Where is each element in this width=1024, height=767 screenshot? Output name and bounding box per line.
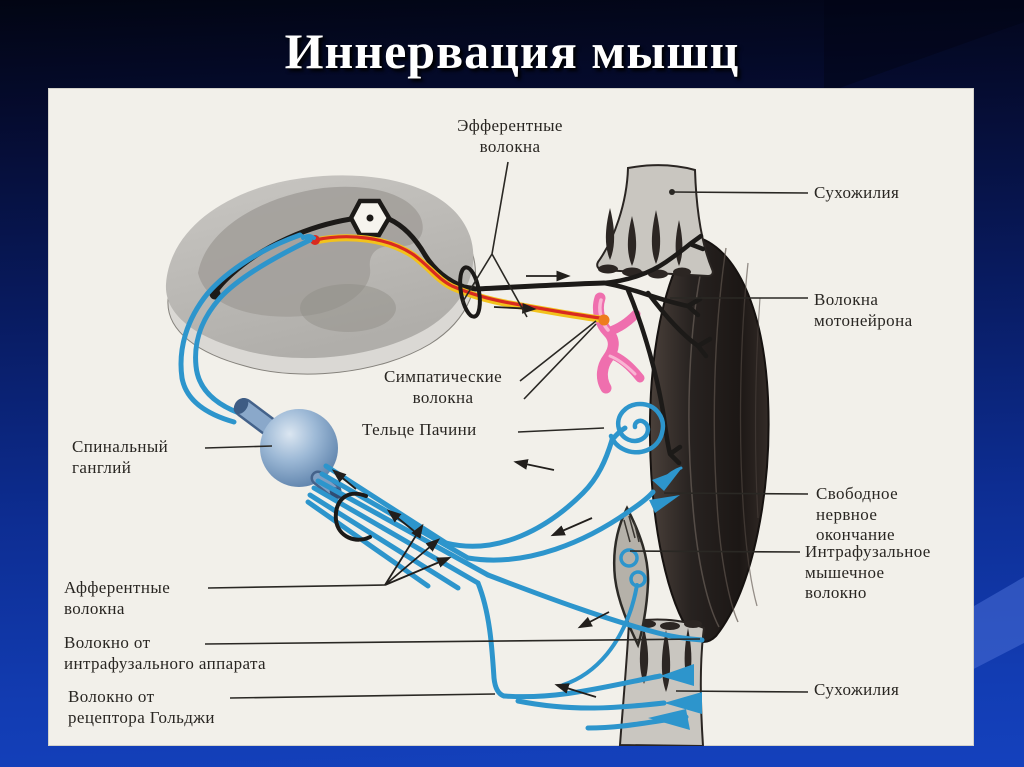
nerve-ring (458, 265, 482, 319)
golgi-tendon-organ (501, 664, 702, 731)
label-fiber-from-intrafusal: Волокно от интрафузального аппарата (64, 633, 266, 673)
intrafusal-fiber (485, 572, 705, 643)
label-intrafusal-muscle-fiber: Интрафузальное мышечное волокно (805, 542, 931, 603)
pacinian-fiber (443, 437, 615, 549)
spinal-cord-cross-section (165, 175, 476, 375)
free-nerve-ending (649, 466, 683, 513)
label-fiber-from-golgi: Волокно от рецептора Гольджи (68, 687, 215, 727)
spindle-fiber (561, 583, 639, 687)
red-yellow-fiber (310, 234, 610, 326)
label-tendons-bottom: Сухожилия (814, 680, 900, 699)
slide-title: Иннервация мышц (284, 23, 740, 79)
muscle-belly (648, 234, 770, 643)
label-afferent-fibers: Афферентные волокна (64, 578, 171, 618)
tendon-top (596, 164, 714, 279)
innervation-diagram (165, 161, 809, 746)
sympathetic-branch (592, 292, 645, 394)
sympathetic-junction (598, 314, 610, 326)
label-pacinian-corpuscle: Тельце Пачини (362, 420, 477, 439)
label-spinal-ganglion: Спинальный ганглий (72, 437, 169, 477)
label-free-nerve-ending: Свободное нервное окончание (816, 484, 899, 545)
motor-neuron-cell (348, 198, 392, 238)
diagram-panel: Эфферентные волокна Сухожилия Волокна мо… (48, 88, 974, 746)
golgi-fiber (475, 580, 507, 699)
label-tendons-top: Сухожилия (814, 183, 900, 202)
label-efferent-fibers: Эфферентные волокна (457, 116, 563, 156)
pacinian-corpuscle (608, 401, 666, 455)
afferent-fiber-bundle (305, 437, 705, 699)
leader-lines (204, 161, 809, 699)
efferent-black-fiber (209, 216, 713, 466)
label-motoneuron-fibers: Волокна мотонейрона (814, 290, 913, 330)
bundle-ring (333, 491, 372, 542)
dorsal-root-fibers (178, 232, 316, 425)
label-sympathetic-fibers: Симпатические волокна (383, 367, 503, 407)
free-ending-fiber (465, 489, 656, 563)
